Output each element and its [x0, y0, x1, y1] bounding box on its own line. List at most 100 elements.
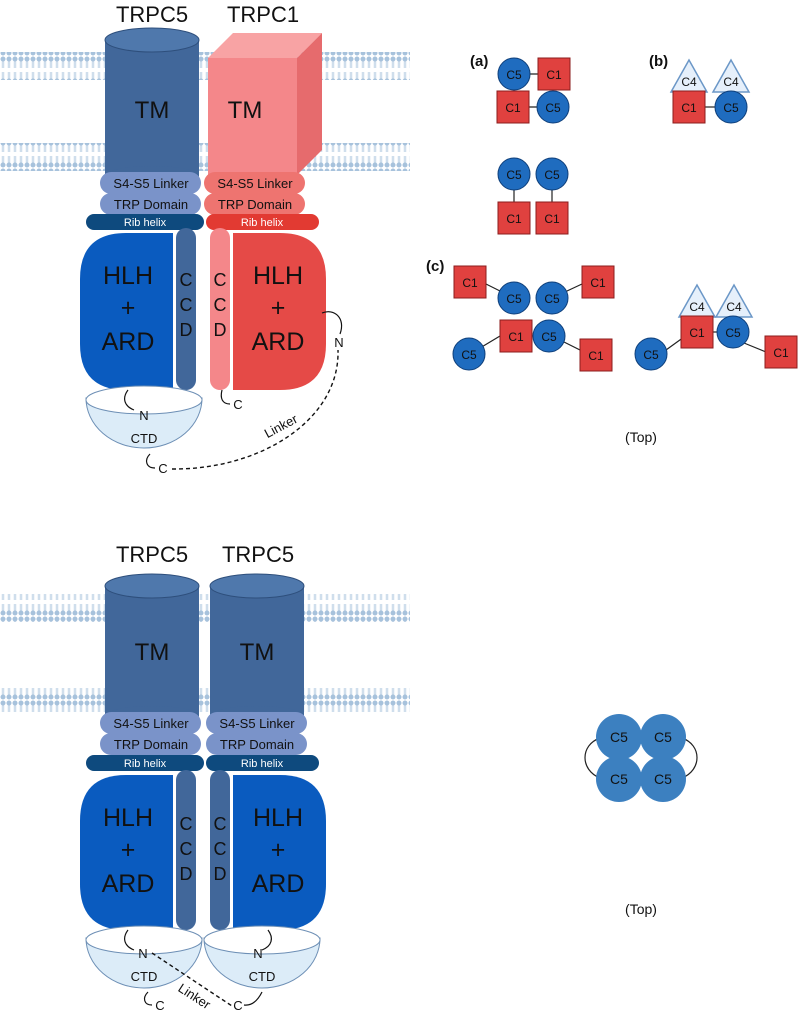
trpc5a-ard-label: ARD — [102, 870, 155, 898]
trpc1-n-tail — [321, 311, 343, 335]
top-label-1: (Top) — [625, 429, 657, 445]
trpc5a-trp-domain — [100, 733, 201, 755]
trpc5a-hlh-label: HLH — [103, 804, 153, 832]
trpc5-rib-label: Rib helix — [124, 217, 167, 229]
trpc5b-c-label: C — [233, 998, 242, 1013]
trpc1-rib-helix — [206, 214, 319, 230]
c4-label: C4 — [681, 75, 697, 89]
trpc5a-plus-label: + — [121, 836, 136, 864]
trpc5-c-tail — [145, 453, 156, 469]
trpc5b-c-tail — [243, 991, 263, 1006]
tetramer-link-right — [681, 737, 698, 779]
c5-subunit — [497, 57, 531, 91]
c5-label: C5 — [544, 168, 560, 182]
trpc5-plus-label: + — [121, 294, 136, 322]
trpc5a-s4s5-linker — [100, 712, 201, 734]
trpc1-hlh-ard-block — [233, 233, 326, 390]
title-left: TRPC5 — [116, 2, 188, 27]
trpc5a-linker-label: S4-S5 Linker — [113, 716, 189, 731]
c5-label: C5 — [723, 101, 739, 115]
c1-subunit — [764, 335, 798, 369]
c5-label: C5 — [643, 348, 659, 362]
c5-label: C5 — [544, 292, 560, 306]
trpc5-ccd-2: C — [180, 295, 193, 315]
trpc1-ccd-1: C — [214, 270, 227, 290]
trpc1-ccd-3: D — [214, 320, 227, 340]
c1-label: C1 — [508, 330, 524, 344]
trpc5b-ctd-label: CTD — [249, 969, 276, 984]
title-right: TRPC1 — [227, 2, 299, 27]
trpc1-linker-label: S4-S5 Linker — [217, 176, 293, 191]
trpc5a-tm-label: TM — [135, 639, 170, 666]
c5-label: C5 — [541, 330, 557, 344]
label-c: (c) — [426, 258, 444, 275]
trpc5a-trp-label: TRP Domain — [114, 737, 188, 752]
trpc1-c-tail — [220, 389, 231, 405]
trpc5-trp-label: TRP Domain — [114, 197, 188, 212]
linker-label-2: Linker — [176, 980, 214, 1012]
trpc5-ccd — [176, 228, 196, 390]
c1-label: C1 — [773, 346, 789, 360]
c5-subunit — [716, 315, 750, 349]
trpc5a-n-label: N — [138, 946, 147, 961]
c4-label: C4 — [723, 75, 739, 89]
trpc5b-n-tail — [261, 929, 272, 951]
top-view-schematics: (a) C5 C1 C1 C5 C5 C5 C1 C1 (b) C4 C4 C1… — [426, 53, 798, 917]
c1-label: C1 — [689, 326, 705, 340]
c4-label: C4 — [726, 300, 742, 314]
trpc5b-ccd-3: D — [214, 864, 227, 884]
c5-label: C5 — [461, 348, 477, 362]
bond — [743, 342, 767, 353]
trpc1-trp-domain — [204, 193, 305, 215]
title-left-2: TRPC5 — [116, 542, 188, 567]
c1-label: C1 — [506, 212, 522, 226]
trpc5a-c-tail — [143, 991, 153, 1006]
c5-label: C5 — [654, 771, 672, 787]
c1-subunit — [581, 265, 615, 299]
c5-subunit — [536, 90, 570, 124]
c5-subunit — [714, 90, 748, 124]
trpc5b-trp-domain — [206, 733, 307, 755]
trpc5-rib-helix — [86, 214, 204, 230]
trpc5b-tm-label: TM — [240, 639, 275, 666]
top-label-2: (Top) — [625, 901, 657, 917]
c4-label: C4 — [689, 300, 705, 314]
trpc5-hlh-label: HLH — [103, 262, 153, 290]
c5-subunit — [634, 337, 668, 371]
c1-subunit — [579, 338, 613, 372]
membrane-upper-2 — [0, 594, 410, 622]
trpc5-ccd-3: D — [180, 320, 193, 340]
c5-label: C5 — [725, 326, 741, 340]
trpc5a-ccd-3: D — [180, 864, 193, 884]
trpc5b-ctd — [203, 925, 321, 989]
trpc5b-ard-label: ARD — [252, 870, 305, 898]
c5-label: C5 — [610, 771, 628, 787]
trpc1-ccd-2: C — [214, 295, 227, 315]
c1-label: C1 — [590, 276, 606, 290]
c5-subunit — [452, 337, 486, 371]
trpc5b-n-label: N — [253, 946, 262, 961]
c1-label: C1 — [681, 101, 697, 115]
c5-subunit — [596, 714, 642, 760]
trpc5-linker-label: S4-S5 Linker — [113, 176, 189, 191]
c5-subunit — [532, 319, 566, 353]
heteromer-panel: TRPC5 TRPC1 TM TM S4-S5 Linker TRP Domai… — [0, 2, 410, 476]
trpc1-hlh-label: HLH — [253, 262, 303, 290]
label-a: (a) — [470, 53, 488, 70]
tetramer-link-left — [584, 737, 601, 779]
trpc5-ccd-1: C — [180, 270, 193, 290]
label-b: (b) — [649, 53, 668, 70]
c5-subunit — [535, 157, 569, 191]
c1-subunit — [497, 201, 531, 235]
trpc5-tm-label: TM — [135, 97, 170, 124]
trpc5-s4s5-linker — [100, 172, 201, 194]
trpc1-c-label: C — [233, 397, 242, 412]
linker-label: Linker — [262, 411, 301, 441]
c5-label: C5 — [506, 68, 522, 82]
c5-subunit — [497, 157, 531, 191]
c1-label: C1 — [544, 212, 560, 226]
trpc5b-s4s5-linker — [206, 712, 307, 734]
homomer-panel: TRPC5 TRPC5 TM TM S4-S5 Linker TRP Domai… — [0, 542, 410, 1013]
trpc5a-n-tail — [124, 929, 135, 951]
